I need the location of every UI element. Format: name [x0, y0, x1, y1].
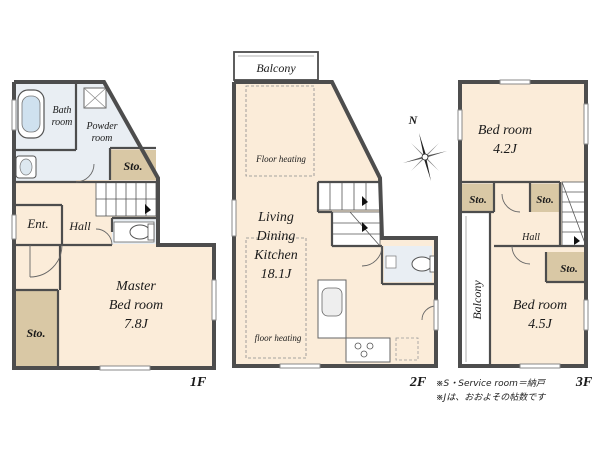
note-service-room: ※S・Service room＝納戸	[436, 378, 547, 389]
stairs-1f	[95, 181, 157, 217]
storage-1f-upper	[110, 150, 156, 180]
balcony-2f	[233, 51, 319, 81]
stair-arrow-3f-icon	[574, 236, 580, 245]
storage-3f-right-label: Sto.	[560, 263, 577, 275]
floor-heating-zone-upper	[245, 85, 315, 177]
stair-arrow-icon	[145, 204, 151, 214]
toilet-icon	[129, 224, 151, 240]
storage-3f-left	[462, 184, 494, 212]
floor-label-3f: 3F	[575, 375, 593, 390]
storage-1f-lower-label: Sto.	[26, 326, 45, 340]
compass: N	[403, 113, 447, 181]
toilet-2f-icon	[411, 256, 433, 272]
storage-1f-upper-label: Sto.	[123, 159, 142, 173]
floor-label-1f: 1F	[190, 375, 207, 390]
storage-3f-right	[546, 252, 586, 282]
storage-3f-left-label: Sto.	[469, 194, 486, 206]
balcony-3f-label: Balcony	[470, 280, 484, 320]
compass-north-label: N	[408, 113, 419, 127]
hall-3f-label: Hall	[521, 232, 540, 243]
doors-1f	[29, 163, 113, 278]
stove-burner-icon	[354, 342, 362, 350]
stair-arrow-up-icon	[362, 196, 368, 206]
balcony-3f	[460, 212, 490, 366]
balcony-2f-label: Balcony	[256, 61, 296, 75]
fridge-space	[395, 337, 419, 361]
floor-heating-lower-label: floor heating	[255, 333, 302, 343]
floor-heating-zone-lower	[245, 237, 307, 359]
floor-label-2f: 2F	[409, 375, 427, 390]
floor-heating-upper-label: Floor heating	[255, 154, 306, 164]
compass-north-needle-icon	[419, 133, 426, 157]
storage-3f-mid	[530, 184, 560, 212]
hall-1f-label: Hall	[68, 219, 91, 233]
storage-3f-mid-label: Sto.	[536, 194, 553, 206]
storage-1f-lower	[14, 290, 58, 366]
kitchen-sink-icon	[321, 287, 343, 317]
entrance-label: Ent.	[26, 216, 48, 231]
stairs-2f	[317, 181, 381, 247]
note-tatami-count: ※Jは、おおよその帖数です	[436, 392, 546, 403]
